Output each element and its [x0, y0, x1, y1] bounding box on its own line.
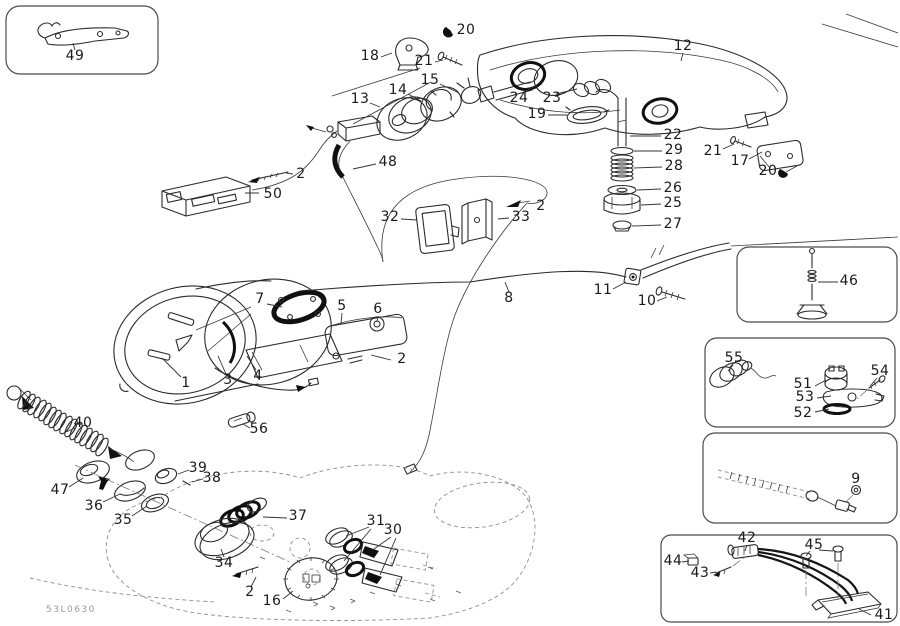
part-callout: 4: [253, 368, 263, 385]
part-callout: 33: [511, 209, 531, 226]
part-12-housing: [476, 13, 899, 136]
tether-cord-group: [6, 385, 291, 563]
gauge-cluster: [113, 278, 408, 428]
part-callout: 31: [366, 513, 386, 530]
part-callout: 26: [663, 180, 683, 197]
part-callout: 17: [730, 153, 750, 170]
part-callout: 12: [673, 38, 693, 55]
part-callout: 40: [73, 415, 93, 432]
part-callout: 2: [296, 166, 306, 183]
part-callout: 9: [851, 471, 861, 488]
part-callout: 6: [373, 301, 383, 318]
part-callout: 21: [414, 53, 434, 70]
part-callout: 25: [663, 195, 683, 212]
part-49-bracket: [37, 22, 129, 51]
part-callout: 45: [804, 537, 824, 554]
part-callout: 18: [360, 48, 380, 65]
part-callout: 37: [288, 508, 308, 525]
part-callout: 34: [214, 555, 234, 572]
leader-lines: [65, 52, 878, 616]
part-callout: 24: [509, 90, 529, 107]
part-callout: 1: [181, 375, 191, 392]
part-callout: 29: [664, 142, 684, 159]
console-dashed-outline: [29, 464, 536, 621]
part-callout: 42: [737, 530, 757, 547]
part-callout: 11: [593, 282, 613, 299]
part-callout: 48: [378, 154, 398, 171]
part-17-bracket: [730, 136, 804, 178]
part-callout: 10: [637, 293, 657, 310]
ignition-switch-group: [194, 497, 462, 613]
part-callout: 46: [839, 273, 859, 290]
part-callout: 2: [245, 584, 255, 601]
part-callout: 3: [223, 372, 233, 389]
part-50-module: [161, 130, 338, 217]
drawing-code: 53L0630: [46, 605, 96, 615]
part-callout: 8: [504, 290, 514, 307]
part-callout: 7: [255, 291, 265, 308]
part-48-harness: [306, 115, 548, 475]
part-callout: 53: [795, 389, 815, 406]
part-32-switch: [415, 198, 531, 254]
part-callout: 43: [690, 565, 710, 582]
part-callout: 5: [337, 298, 347, 315]
part-callout: 55: [724, 350, 744, 367]
part-callout: 35: [113, 512, 133, 529]
part-callout: 19: [527, 106, 547, 123]
part-callout: 16: [262, 593, 282, 610]
top-lamp-assembly: [331, 27, 533, 141]
part-callout: 23: [542, 90, 562, 107]
wiring-bracket-group: [682, 544, 882, 619]
part-callout: 2: [536, 198, 546, 215]
part-9-shaft: [717, 469, 862, 513]
part-callout: 13: [350, 91, 370, 108]
part-callout: 30: [383, 522, 403, 539]
inset-boxes: [5, 5, 898, 623]
part-callout: 51: [793, 376, 813, 393]
part-callout: 21: [703, 143, 723, 160]
part-callout: 56: [249, 421, 269, 438]
part-callout: 22: [663, 127, 683, 144]
part-callout: 15: [420, 72, 440, 89]
part-46-antenna: [796, 247, 828, 320]
part-callout: 36: [84, 498, 104, 515]
part-callout: 52: [793, 405, 813, 422]
part-callout: 14: [388, 82, 408, 99]
part-callout: 49: [65, 48, 85, 65]
part-callout: 38: [202, 470, 222, 487]
part-callout: 50: [263, 186, 283, 203]
speedo-cable: [299, 236, 899, 301]
part-callout: 39: [188, 460, 208, 477]
part-callout: 20: [758, 163, 778, 180]
part-callout: 44: [663, 553, 683, 570]
part-callout: 27: [663, 216, 683, 233]
part-callout: 28: [664, 158, 684, 175]
sensor-kit-group: [709, 359, 886, 415]
column-adjuster-stack: [595, 89, 641, 232]
part-callout: 54: [870, 363, 890, 380]
part-callout: 2: [397, 351, 407, 368]
part-callout: 41: [874, 607, 894, 624]
part-callout: 32: [380, 209, 400, 226]
part-callout: 47: [50, 482, 70, 499]
switch-bank-group: [325, 527, 441, 603]
part-callout: 20: [456, 22, 476, 39]
